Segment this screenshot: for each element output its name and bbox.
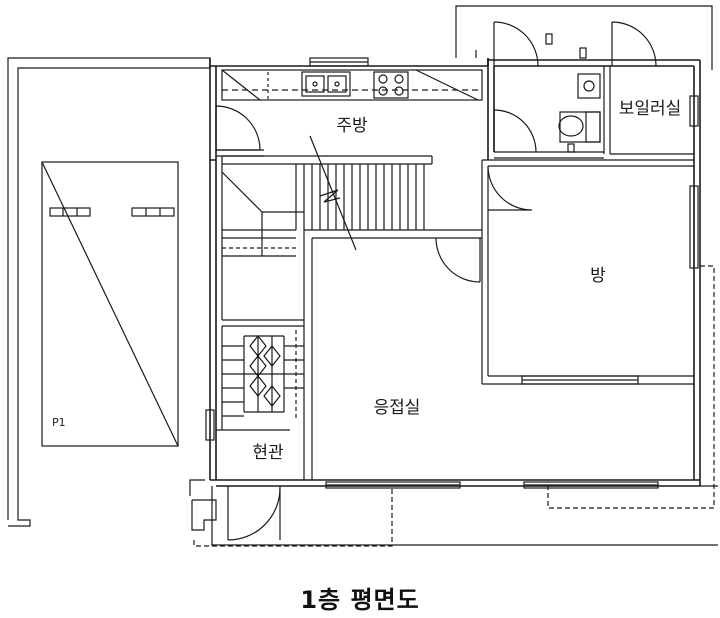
boiler-window bbox=[689, 95, 699, 127]
room-label-entrance: 현관 bbox=[252, 443, 283, 463]
room-label-room: 방 bbox=[590, 266, 606, 286]
front-step bbox=[193, 486, 393, 547]
bedroom-window bbox=[521, 375, 639, 385]
front-door bbox=[191, 486, 281, 541]
kitchen-door bbox=[215, 105, 261, 151]
staircase bbox=[221, 135, 425, 320]
exterior-walls bbox=[209, 58, 701, 487]
living-windows bbox=[325, 481, 659, 489]
bathroom-fixtures bbox=[558, 73, 601, 143]
parking-label: P1 bbox=[52, 416, 66, 429]
bedroom-walls bbox=[481, 159, 694, 385]
bedroom-right-window bbox=[547, 185, 715, 509]
living-door bbox=[435, 237, 481, 283]
bathroom-doors bbox=[493, 21, 657, 153]
room-label-kitchen: 주방 bbox=[336, 116, 368, 136]
plan-title: 1층 평면도 bbox=[300, 586, 420, 614]
site-boundary bbox=[211, 5, 718, 546]
kitchen-counter bbox=[221, 69, 483, 101]
room-label-living: 응접실 bbox=[374, 398, 421, 418]
living-room-walls bbox=[303, 229, 482, 480]
parking-space-p1 bbox=[41, 161, 179, 447]
left-window bbox=[205, 409, 215, 441]
top-window bbox=[309, 57, 369, 67]
room-label-boiler: 보일러실 bbox=[619, 99, 682, 119]
carport bbox=[7, 57, 211, 527]
bedroom-door bbox=[487, 165, 533, 211]
entrance bbox=[216, 319, 304, 431]
bathroom-walls bbox=[494, 66, 694, 159]
